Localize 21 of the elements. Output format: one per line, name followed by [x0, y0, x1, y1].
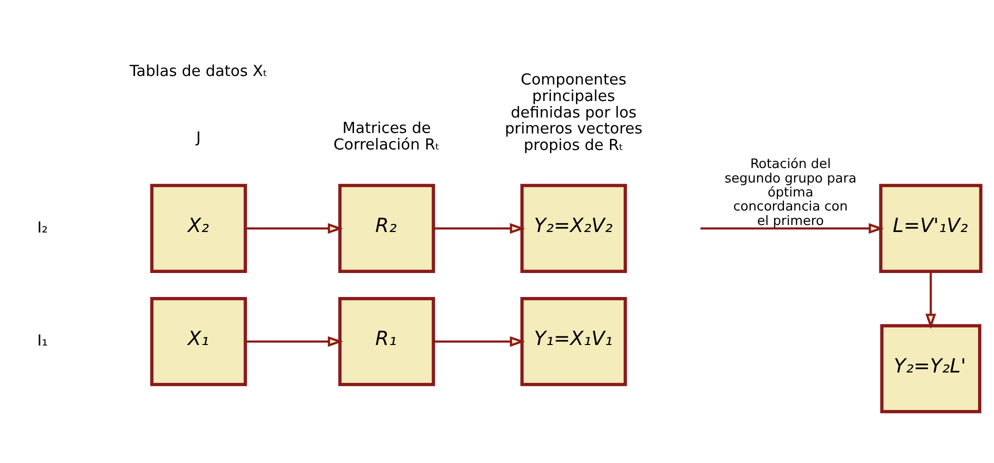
node-box: Y₂=X₂V₂ [520, 183, 627, 273]
arrow [925, 271, 936, 328]
label: I₁ [37, 331, 48, 350]
arrow [433, 336, 526, 346]
arrow [246, 222, 344, 234]
arrow [246, 336, 344, 346]
node-box: L=V'₁V₂ [879, 183, 982, 273]
label: I₂ [37, 218, 48, 236]
label: J [196, 128, 201, 146]
node-box: R₁ [338, 296, 436, 386]
node-box: R₂ [338, 183, 436, 273]
node-box: X₂ [150, 183, 247, 273]
arrow [700, 222, 884, 234]
label: Tablas de datos Xₜ [130, 61, 268, 80]
edge-label: Rotación del segundo grupo para óptima concordancia con el primero [724, 156, 856, 228]
label: Matrices de Correlación Rₜ [334, 118, 440, 153]
label: Componentes principales definidas por los primeros vectores propios de Rₜ [504, 70, 642, 154]
node-box: Y₁=X₁V₁ [520, 296, 627, 386]
arrow [433, 222, 526, 234]
node-box: X₁ [150, 296, 247, 386]
node-box: Y₂=Y₂L' [880, 324, 982, 413]
